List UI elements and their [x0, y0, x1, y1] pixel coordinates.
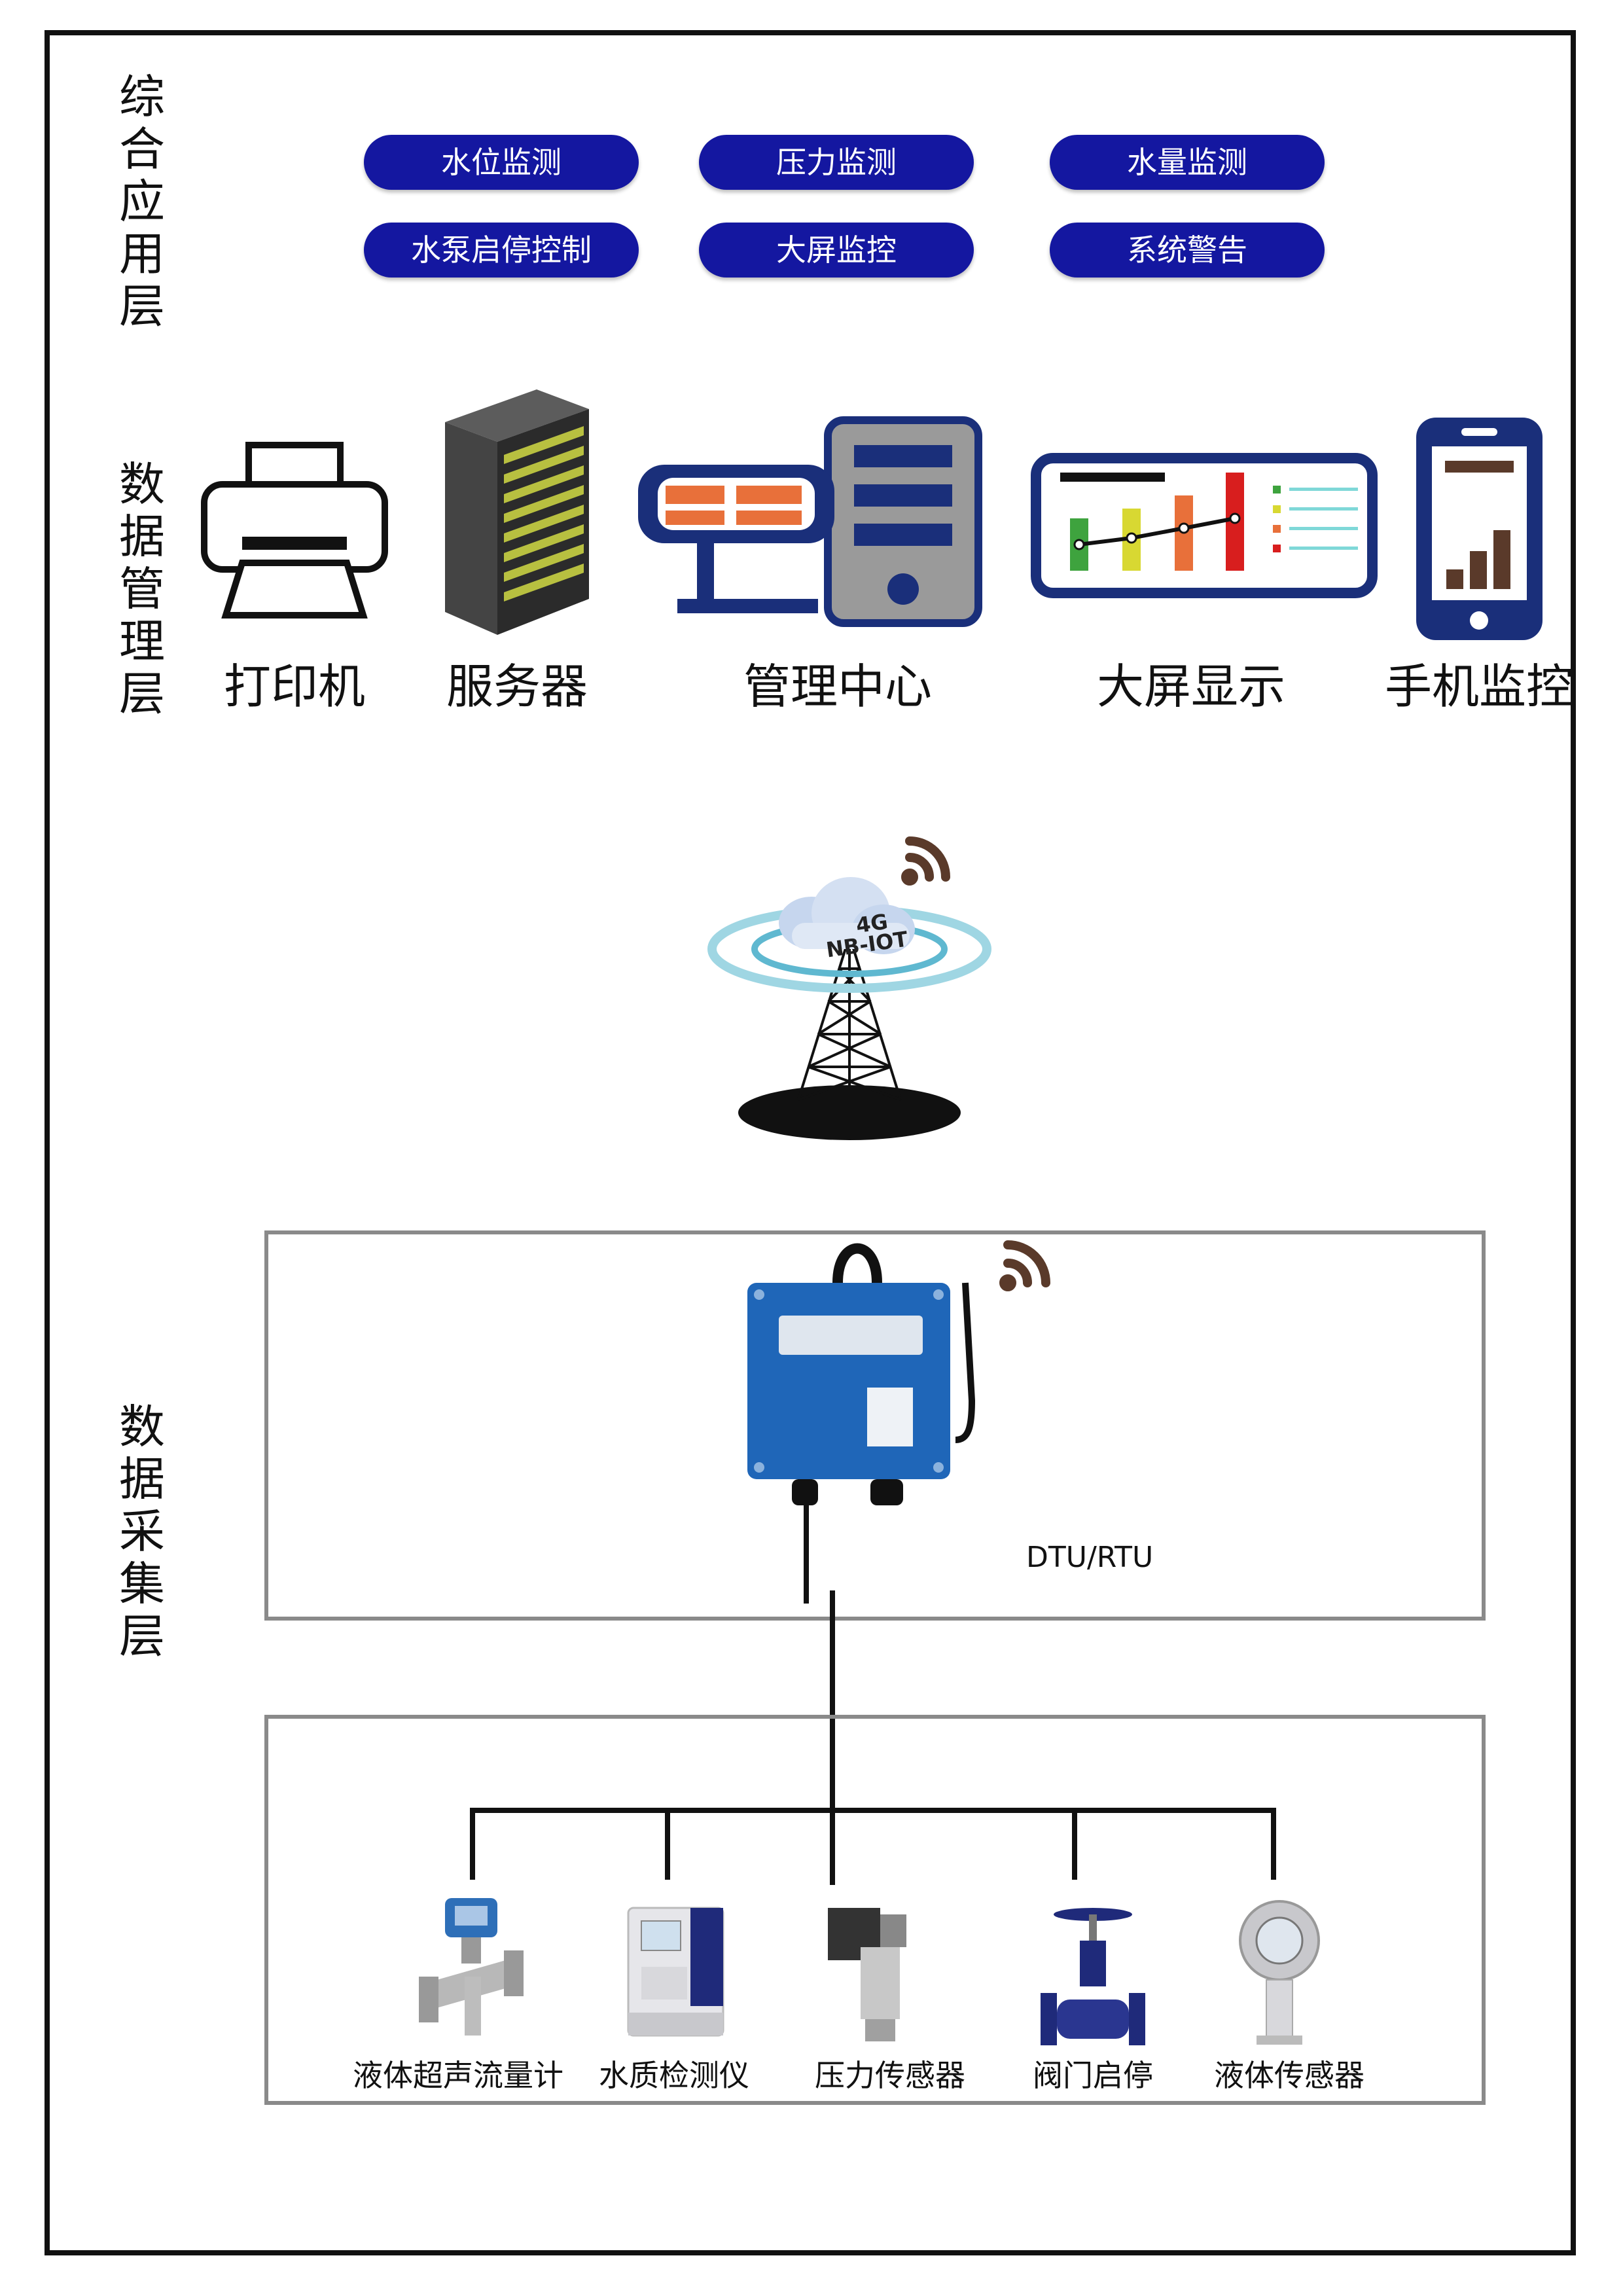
sensor-drop-2	[665, 1808, 670, 1880]
layer-label-application: 综合应用层	[119, 70, 165, 333]
big-screen-icon	[1031, 453, 1378, 598]
app-button-system-alert[interactable]: 系统警告	[1050, 223, 1325, 278]
ultrasonic-flowmeter-icon	[419, 1898, 524, 2036]
sensor-drop-5	[1271, 1808, 1276, 1880]
sensor-drop-1	[470, 1808, 475, 1880]
sensor-drop-4	[1072, 1808, 1077, 1880]
water-quality-analyzer-icon	[627, 1907, 724, 2037]
outer-frame	[45, 30, 1576, 2255]
printer-icon	[201, 442, 388, 619]
dtu-sensor-connector	[830, 1590, 835, 1885]
app-button-water-level[interactable]: 水位监测	[364, 135, 639, 190]
management-center-icon	[638, 416, 982, 627]
dtu-label: DTU/RTU	[1026, 1541, 1154, 1574]
dtu-container	[264, 1230, 1486, 1621]
sensor-label-flowmeter: 液体超声流量计	[353, 2058, 563, 2093]
server-icon	[445, 389, 589, 635]
layer-label-collection: 数据采集层	[119, 1400, 165, 1663]
mgmt-label-printer: 打印机	[223, 659, 365, 714]
app-button-screen-monitor[interactable]: 大屏监控	[699, 223, 974, 278]
mobile-phone-icon	[1416, 418, 1543, 640]
liquid-sensor-icon	[1239, 1900, 1320, 2045]
dtu-wifi-icon	[999, 1240, 1050, 1291]
sensor-container	[264, 1715, 1486, 2105]
sensor-label-water-quality: 水质检测仪	[599, 2058, 749, 2093]
sensor-label-pressure: 压力传感器	[815, 2058, 965, 2093]
pressure-sensor-icon	[828, 1908, 906, 2041]
dtu-device-icon	[747, 1243, 976, 1604]
mgmt-label-management-center: 管理中心	[743, 659, 932, 714]
mgmt-label-server: 服务器	[446, 659, 588, 714]
network-tower-icon	[707, 836, 991, 1140]
app-button-pressure[interactable]: 压力监测	[699, 135, 974, 190]
app-button-water-volume[interactable]: 水量监测	[1050, 135, 1325, 190]
mgmt-label-big-screen: 大屏显示	[1096, 659, 1285, 714]
sensor-label-liquid: 液体传感器	[1214, 2058, 1364, 2093]
layer-label-management: 数据管理层	[119, 457, 165, 721]
mgmt-label-mobile: 手机监控	[1384, 659, 1573, 714]
sensor-bus	[470, 1808, 1276, 1813]
valve-icon	[1041, 1908, 1145, 2045]
sensor-label-valve: 阀门启停	[1033, 2058, 1153, 2093]
app-button-pump-control[interactable]: 水泵启停控制	[364, 223, 639, 278]
